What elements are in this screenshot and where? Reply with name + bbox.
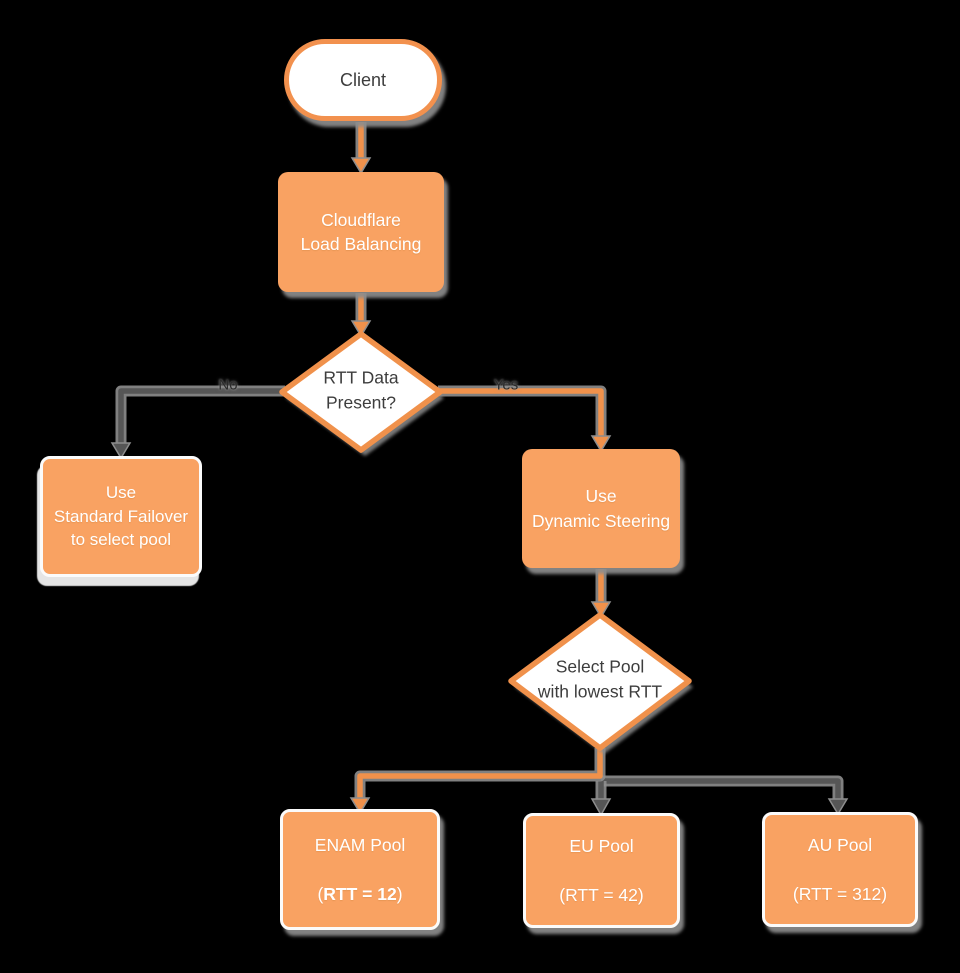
client-label: Client bbox=[339, 69, 387, 90]
edge-selectpool-to-eu bbox=[590, 781, 612, 817]
cloudflare-lb-label: Cloudflare Load Balancing bbox=[300, 209, 422, 254]
select-pool-label: Select Pool with lowest RTT bbox=[537, 656, 663, 702]
arrowhead-into-selectpool bbox=[590, 601, 612, 619]
edge-selectpool-to-enam bbox=[349, 748, 606, 815]
edge-label-no: No bbox=[218, 376, 238, 394]
edge-lb-to-decision bbox=[350, 293, 372, 338]
node-cloudflare-load-balancing: Cloudflare Load Balancing bbox=[278, 172, 444, 292]
arrowhead-into-standard-failover bbox=[110, 442, 132, 460]
node-enam-pool: ENAM Pool (RTT = 12) bbox=[280, 809, 440, 930]
eu-pool-name: EU Pool bbox=[569, 836, 634, 857]
node-dynamic-steering: Use Dynamic Steering bbox=[522, 449, 680, 568]
edge-client-to-lb bbox=[350, 122, 372, 175]
arrowhead-into-dynamic-steering bbox=[590, 435, 612, 453]
arrowhead-into-au-pool bbox=[827, 798, 849, 816]
arrowhead-into-lb bbox=[350, 157, 372, 175]
edge-decision-no-branch bbox=[110, 385, 285, 460]
arrowhead-into-eu-pool bbox=[590, 798, 612, 817]
eu-pool-rtt: (RTT = 42) bbox=[559, 884, 644, 905]
rtt-decision-label: RTT Data Present? bbox=[323, 367, 399, 413]
edge-dynamic-to-selectpool bbox=[590, 569, 612, 619]
edge-decision-yes-branch bbox=[438, 385, 612, 453]
arrowhead-into-decision bbox=[350, 320, 372, 338]
node-client: Client bbox=[284, 39, 442, 121]
node-select-pool-shape bbox=[508, 612, 693, 754]
node-standard-failover: Use Standard Failover to select pool bbox=[40, 456, 202, 577]
node-au-pool: AU Pool (RTT = 312) bbox=[762, 812, 918, 927]
node-rtt-decision-shape bbox=[279, 331, 444, 456]
au-pool-rtt: (RTT = 312) bbox=[792, 883, 888, 904]
dynamic-steering-label: Use Dynamic Steering bbox=[531, 486, 671, 531]
arrowhead-into-enam-pool bbox=[349, 797, 371, 815]
au-pool-name: AU Pool bbox=[807, 835, 873, 856]
edge-label-yes: Yes bbox=[493, 376, 519, 394]
enam-pool-name: ENAM Pool bbox=[314, 835, 406, 856]
enam-pool-rtt: (RTT = 12) bbox=[317, 883, 403, 904]
node-eu-pool: EU Pool (RTT = 42) bbox=[523, 813, 680, 928]
standard-failover-label: Use Standard Failover to select pool bbox=[53, 483, 189, 550]
edge-selectpool-to-au bbox=[601, 775, 849, 816]
